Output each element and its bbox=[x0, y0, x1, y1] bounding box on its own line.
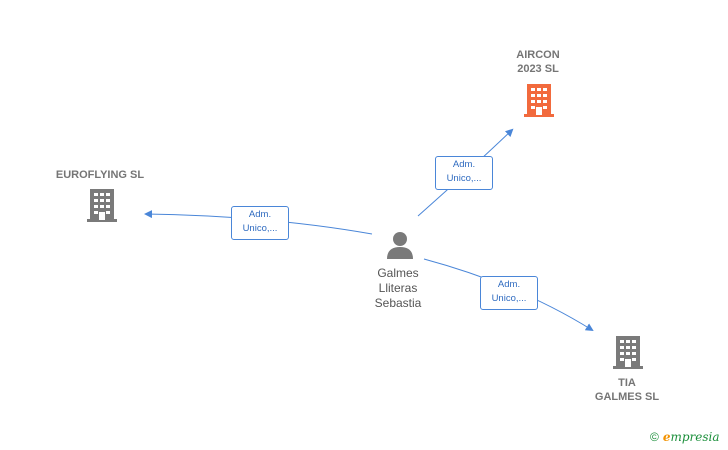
edge-label-tia-line2: Unico,... bbox=[491, 293, 527, 304]
person-icon[interactable] bbox=[387, 232, 413, 259]
node-label-person[interactable]: Galmes Lliteras Sebastia bbox=[374, 266, 422, 310]
building-icon-tia[interactable] bbox=[613, 336, 643, 369]
brand-e: e bbox=[662, 430, 671, 444]
edge-label-tia-line1: Adm. bbox=[497, 279, 521, 290]
brand-name: mpresia bbox=[670, 430, 720, 444]
edge-label-euroflying-line2: Unico,... bbox=[242, 223, 278, 234]
copyright-icon: © bbox=[650, 430, 659, 444]
edge-label-aircon-line2: Unico,... bbox=[446, 173, 482, 184]
building-icon-euroflying[interactable] bbox=[87, 189, 117, 222]
node-label-aircon[interactable]: AIRCON 2023 SL bbox=[516, 49, 560, 75]
edge-label-tia[interactable]: Adm. Unico,... bbox=[480, 276, 538, 310]
node-label-euroflying[interactable]: EUROFLYING SL bbox=[55, 169, 145, 181]
edge-label-euroflying-line1: Adm. bbox=[248, 209, 272, 220]
building-icon-aircon[interactable] bbox=[524, 84, 554, 118]
node-label-tia[interactable]: TIA GALMES SL bbox=[594, 377, 660, 403]
brand-logo: ©empresia bbox=[650, 430, 720, 444]
edge-label-aircon-line1: Adm. bbox=[452, 159, 476, 170]
edge-label-euroflying[interactable]: Adm. Unico,... bbox=[231, 206, 289, 240]
edge-label-aircon[interactable]: Adm. Unico,... bbox=[435, 156, 493, 190]
